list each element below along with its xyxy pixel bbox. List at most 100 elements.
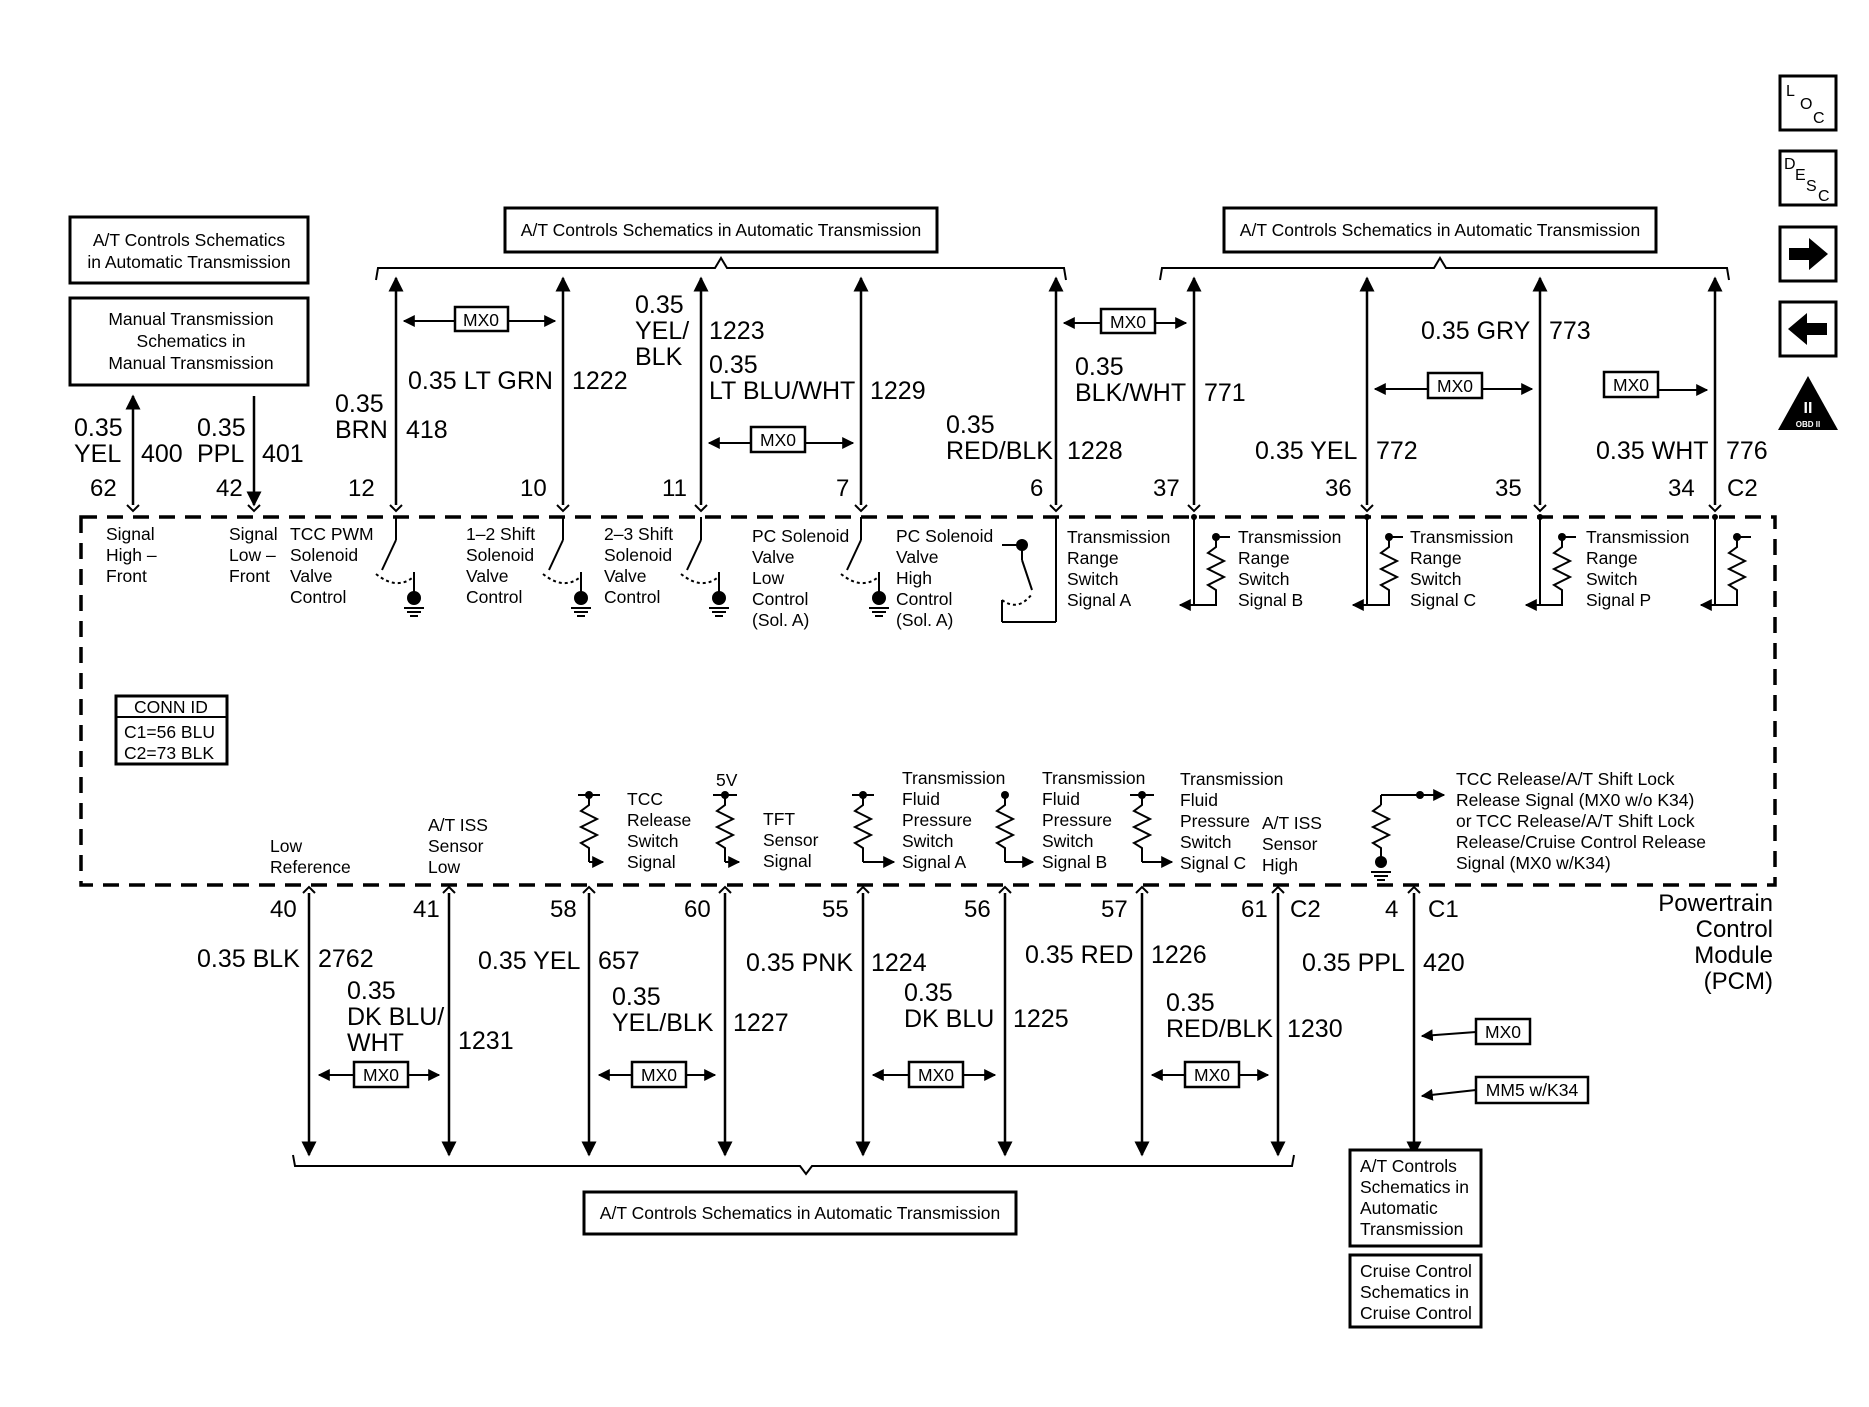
svg-text:Front: Front xyxy=(106,566,147,586)
previous-page-button[interactable] xyxy=(1778,300,1838,358)
svg-text:0.35: 0.35 xyxy=(635,291,684,319)
at-controls-left-box[interactable]: A/T Controls Schematics in Automatic Tra… xyxy=(68,215,310,285)
svg-text:Low: Low xyxy=(752,568,784,588)
desc-letter-d: D xyxy=(1784,156,1796,173)
desc-letter-s: S xyxy=(1806,178,1817,195)
svg-text:Valve: Valve xyxy=(290,566,332,586)
svg-text:Range: Range xyxy=(1586,548,1638,568)
svg-text:Signal A: Signal A xyxy=(1067,590,1132,610)
svg-text:Control: Control xyxy=(466,587,522,607)
at-controls-top-mid-box[interactable]: A/T Controls Schematics in Automatic Tra… xyxy=(503,206,939,254)
svg-text:0.35: 0.35 xyxy=(197,414,246,442)
svg-text:DK BLU/: DK BLU/ xyxy=(347,1003,444,1031)
svg-text:55: 55 xyxy=(822,896,849,923)
svg-text:Release: Release xyxy=(627,810,691,830)
svg-text:Fluid: Fluid xyxy=(1042,789,1080,809)
svg-text:1223: 1223 xyxy=(709,317,765,345)
svg-text:A/T ISS: A/T ISS xyxy=(1262,813,1322,833)
obd-ii-button[interactable]: II OBD II xyxy=(1778,376,1838,430)
svg-text:MX0: MX0 xyxy=(1110,312,1146,332)
svg-text:TCC: TCC xyxy=(627,789,663,809)
svg-text:CONN ID: CONN ID xyxy=(134,697,208,717)
svg-text:A/T Controls: A/T Controls xyxy=(1360,1156,1457,1176)
svg-text:in Automatic Transmission: in Automatic Transmission xyxy=(87,252,290,272)
svg-text:58: 58 xyxy=(550,896,577,923)
at-controls-top-right-box[interactable]: A/T Controls Schematics in Automatic Tra… xyxy=(1222,206,1658,254)
ground-symbol-c1 xyxy=(1371,871,1391,881)
svg-text:PPL: PPL xyxy=(197,440,244,468)
svg-text:Release/Cruise Control Release: Release/Cruise Control Release xyxy=(1456,832,1706,852)
svg-text:Signal: Signal xyxy=(627,852,676,872)
svg-text:BLK: BLK xyxy=(635,343,683,371)
svg-text:0.35 GRY: 0.35 GRY xyxy=(1421,317,1531,345)
svg-text:1–2 Shift: 1–2 Shift xyxy=(466,524,535,544)
svg-text:0.35: 0.35 xyxy=(74,414,123,442)
svg-text:2762: 2762 xyxy=(318,945,374,973)
conn-id-box: CONN ID C1=56 BLU C2=73 BLK xyxy=(114,694,229,766)
svg-text:BRN: BRN xyxy=(335,416,388,444)
desc-button[interactable]: D E S C xyxy=(1778,149,1838,207)
svg-text:(Sol. A): (Sol. A) xyxy=(896,610,953,630)
svg-text:1230: 1230 xyxy=(1287,1015,1343,1043)
svg-text:Sensor: Sensor xyxy=(763,830,819,850)
svg-text:Valve: Valve xyxy=(752,547,794,567)
bottom-connector-pins xyxy=(302,885,1421,894)
svg-text:MX0: MX0 xyxy=(463,310,499,330)
svg-text:Module: Module xyxy=(1694,942,1773,969)
cruise-control-box[interactable]: Cruise Control Schematics in Cruise Cont… xyxy=(1348,1253,1483,1329)
svg-text:C1=56 BLU: C1=56 BLU xyxy=(124,722,215,742)
loc-letter-c: C xyxy=(1813,110,1825,127)
svg-text:Transmission: Transmission xyxy=(1586,527,1689,547)
top-mid-brace xyxy=(375,256,1067,281)
svg-text:Transmission: Transmission xyxy=(1410,527,1513,547)
svg-text:41: 41 xyxy=(413,896,440,923)
svg-text:MX0: MX0 xyxy=(1613,375,1649,395)
svg-text:TCC PWM: TCC PWM xyxy=(290,524,374,544)
svg-text:Valve: Valve xyxy=(896,547,938,567)
obd-ii-triangle-icon xyxy=(1778,376,1838,430)
svg-text:YEL/: YEL/ xyxy=(635,317,689,345)
svg-text:773: 773 xyxy=(1549,317,1591,345)
svg-text:Low –: Low – xyxy=(229,545,276,565)
mx0-tag-bottom-4: MX0 xyxy=(1150,1060,1270,1089)
connector-c1: C1 xyxy=(1428,896,1459,923)
svg-text:0.35 YEL: 0.35 YEL xyxy=(478,947,581,975)
svg-text:11: 11 xyxy=(662,475,687,502)
svg-text:0.35: 0.35 xyxy=(347,977,396,1005)
next-page-button[interactable] xyxy=(1778,225,1838,283)
at-controls-br-box[interactable]: A/T Controls Schematics in Automatic Tra… xyxy=(1348,1148,1483,1248)
svg-text:40: 40 xyxy=(270,896,297,923)
svg-text:Control: Control xyxy=(752,589,808,609)
svg-text:Switch: Switch xyxy=(902,831,954,851)
svg-text:Switch: Switch xyxy=(627,831,679,851)
svg-text:DK BLU: DK BLU xyxy=(904,1005,994,1033)
svg-text:C2=73 BLK: C2=73 BLK xyxy=(124,743,214,763)
svg-text:Automatic: Automatic xyxy=(1360,1198,1438,1218)
loc-button[interactable]: L O C xyxy=(1778,74,1838,132)
mx0-tag-bottom-2: MX0 xyxy=(597,1060,717,1089)
right-arrow-icon xyxy=(1789,238,1828,270)
svg-text:Transmission: Transmission xyxy=(1067,527,1170,547)
at-controls-bottom-box[interactable]: A/T Controls Schematics in Automatic Tra… xyxy=(582,1190,1018,1236)
svg-text:1226: 1226 xyxy=(1151,941,1207,969)
top-right-brace xyxy=(1159,256,1730,281)
connector-c2-top: C2 xyxy=(1727,475,1758,502)
desc-letter-c: C xyxy=(1818,188,1830,205)
svg-text:Signal: Signal xyxy=(229,524,278,544)
svg-text:WHT: WHT xyxy=(347,1029,404,1057)
svg-text:0.35: 0.35 xyxy=(335,390,384,418)
svg-text:LT BLU/WHT: LT BLU/WHT xyxy=(709,377,855,405)
svg-text:Fluid: Fluid xyxy=(1180,790,1218,810)
svg-text:BLK/WHT: BLK/WHT xyxy=(1075,379,1186,407)
obd-ii-text: OBD II xyxy=(1796,420,1820,429)
svg-text:(PCM): (PCM) xyxy=(1704,968,1773,995)
svg-text:1231: 1231 xyxy=(458,1027,514,1055)
svg-text:12: 12 xyxy=(348,475,375,502)
svg-text:Switch: Switch xyxy=(1067,569,1119,589)
svg-text:Cruise Control: Cruise Control xyxy=(1360,1303,1472,1323)
svg-text:Control: Control xyxy=(1696,916,1773,943)
svg-text:0.35: 0.35 xyxy=(1075,353,1124,381)
svg-text:1229: 1229 xyxy=(870,377,926,405)
manual-transmission-box[interactable]: Manual Transmission Schematics in Manual… xyxy=(68,296,310,387)
svg-text:776: 776 xyxy=(1726,437,1768,465)
